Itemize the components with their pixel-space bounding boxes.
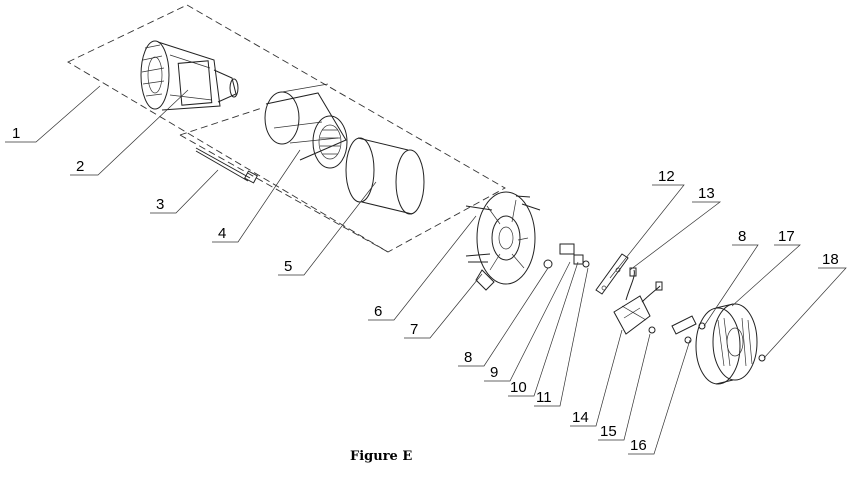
figure-caption: Figure E [350, 449, 412, 464]
brush-holder-part [595, 253, 629, 295]
callout-17: 17 [778, 228, 795, 245]
callout-14: 14 [572, 409, 589, 426]
rotor-part [140, 40, 239, 111]
callout-labels: 1 2 3 4 5 6 7 8 9 10 11 12 13 14 15 16 8… [12, 125, 839, 454]
avr-part [613, 267, 663, 335]
callout-8a: 8 [464, 349, 472, 366]
callout-7: 7 [410, 321, 418, 338]
callout-11: 11 [536, 389, 552, 406]
callout-13: 13 [698, 185, 715, 202]
callout-8b: 8 [738, 228, 746, 245]
cover-band-part [345, 137, 425, 215]
callout-16: 16 [630, 437, 647, 454]
callout-4: 4 [218, 225, 226, 242]
bracket-plate-part [671, 315, 697, 344]
callout-10: 10 [510, 379, 527, 396]
end-cover-part [695, 303, 766, 385]
end-bracket-part [465, 191, 541, 291]
callout-15: 15 [600, 423, 617, 440]
stator-part [264, 83, 348, 169]
leader-lines [5, 85, 847, 455]
callout-9: 9 [490, 364, 498, 381]
callout-18: 18 [822, 251, 839, 268]
small-hardware-parts [543, 243, 590, 269]
callout-12: 12 [658, 168, 675, 185]
callout-5: 5 [284, 258, 292, 275]
assembly-boundary [67, 4, 506, 253]
callout-2: 2 [76, 158, 84, 175]
callout-1: 1 [12, 125, 20, 142]
through-bolt-part [195, 147, 258, 184]
callout-3: 3 [156, 196, 164, 213]
callout-6: 6 [374, 303, 382, 320]
